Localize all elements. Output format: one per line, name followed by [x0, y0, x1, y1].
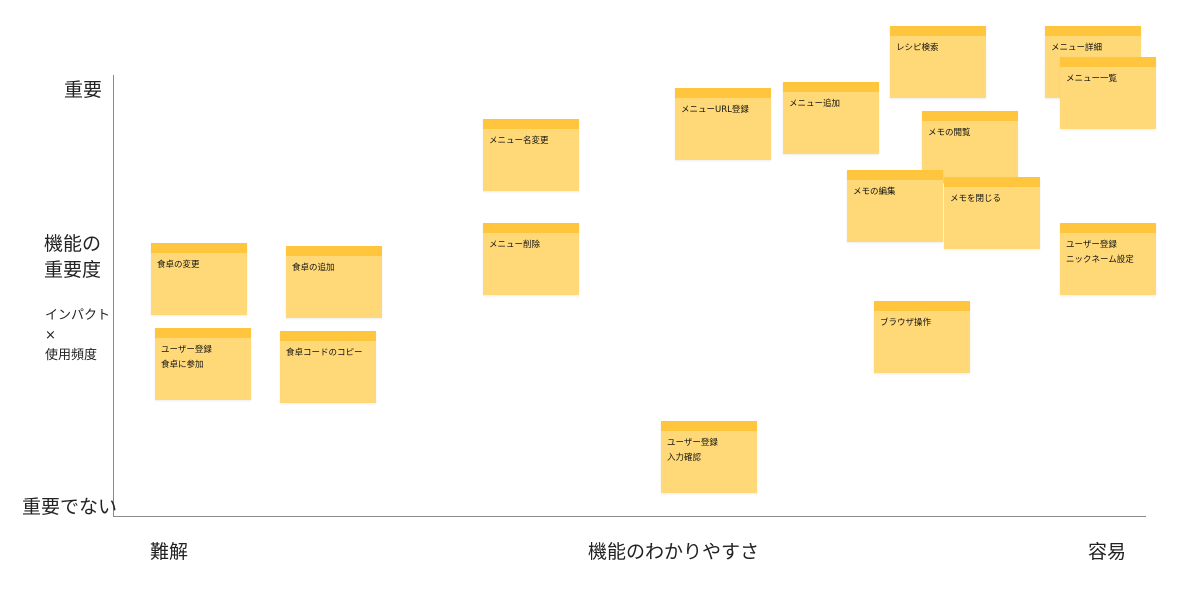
sticky-note[interactable]: ユーザー登録 食卓に参加 — [155, 328, 251, 400]
y-axis-subtitle: インパクト × 使用頻度 — [45, 308, 111, 363]
sticky-note[interactable]: ブラウザ操作 — [874, 301, 970, 373]
sticky-note[interactable]: ユーザー登録 ニックネーム設定 — [1060, 223, 1156, 295]
x-axis-left-label: 難解 — [150, 541, 189, 563]
sticky-note[interactable]: メニュー名変更 — [483, 119, 579, 191]
sticky-note[interactable]: ユーザー登録 入力確認 — [661, 421, 757, 493]
sticky-note[interactable]: メニュー追加 — [783, 82, 879, 154]
x-axis-title: 機能のわかりやすさ — [588, 541, 760, 563]
y-axis-title: 機能の 重要度 — [44, 233, 102, 281]
sticky-note[interactable]: メニューURL登録 — [675, 88, 771, 160]
sticky-note[interactable]: メニュー一覧 — [1060, 57, 1156, 129]
sticky-note[interactable]: 食卓の変更 — [151, 243, 247, 315]
sticky-note[interactable]: メニュー削除 — [483, 223, 579, 295]
y-axis-line — [113, 75, 114, 517]
y-axis-top-label: 重要 — [64, 79, 103, 101]
sticky-note[interactable]: メモの編集 — [847, 170, 943, 242]
sticky-note[interactable]: メモを閉じる — [944, 177, 1040, 249]
sticky-note[interactable]: レシピ検索 — [890, 26, 986, 98]
x-axis-right-label: 容易 — [1088, 541, 1127, 563]
sticky-note[interactable]: 食卓の追加 — [286, 246, 382, 318]
sticky-note[interactable]: 食卓コードのコピー — [280, 331, 376, 403]
x-axis-line — [113, 516, 1146, 517]
y-axis-bottom-label: 重要でない — [22, 496, 118, 518]
